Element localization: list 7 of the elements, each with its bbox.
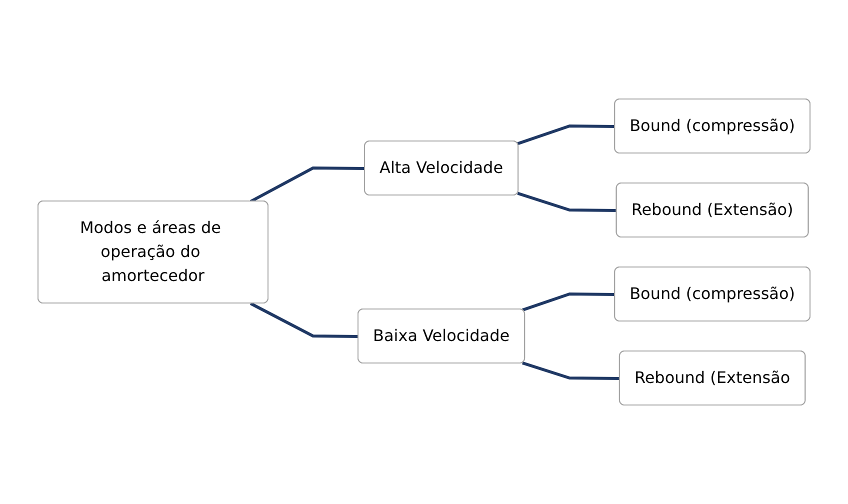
connector	[517, 124, 616, 146]
connector	[250, 166, 366, 203]
connector	[522, 292, 616, 312]
connector	[250, 302, 358, 338]
connector	[517, 192, 617, 212]
connector	[522, 361, 620, 380]
node-text: Modos e áreas de operação do amortecedor	[80, 218, 221, 285]
